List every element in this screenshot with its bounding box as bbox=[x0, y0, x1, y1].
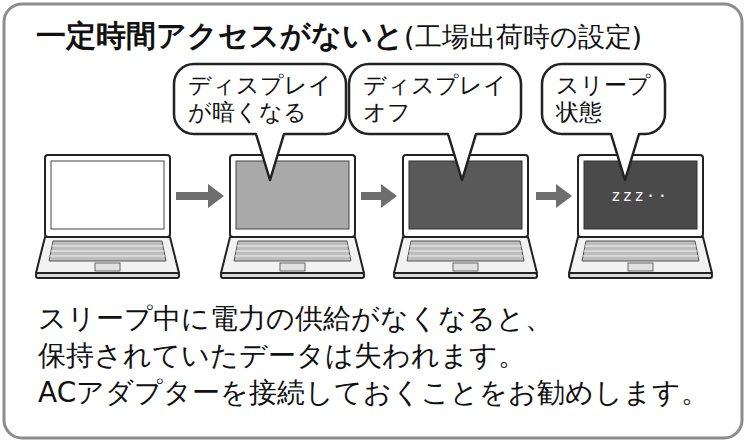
laptop bbox=[36, 155, 179, 278]
laptop-dimmed bbox=[221, 155, 364, 278]
bubble-text: スリープ 状態 bbox=[556, 72, 651, 126]
sleep-glyph: zzz·· bbox=[611, 186, 669, 206]
speech-bubble: ディスプレイ オフ bbox=[349, 64, 521, 134]
flow-arrow bbox=[536, 184, 572, 208]
bubble-text: ディスプレイ オフ bbox=[363, 72, 507, 126]
bubble-shape bbox=[542, 64, 665, 180]
title-note: (工場出荷時の設定) bbox=[404, 21, 642, 52]
speech-bubble: スリープ 状態 bbox=[542, 64, 665, 134]
bubble-text: ディスプレイ が暗くなる bbox=[188, 72, 332, 126]
title-row: 一定時間アクセスがないと(工場出荷時の設定) bbox=[36, 16, 642, 57]
laptop-sleep bbox=[569, 155, 712, 278]
caption: スリープ中に電力の供給がなくなると、 保持されていたデータは失われます。 ACア… bbox=[38, 300, 732, 411]
bubble-shape bbox=[174, 64, 346, 180]
laptop-off bbox=[394, 155, 537, 278]
bubble-shape bbox=[349, 64, 521, 180]
speech-bubble: ディスプレイ が暗くなる bbox=[174, 64, 346, 134]
frame bbox=[4, 4, 742, 438]
title: 一定時間アクセスがないと bbox=[36, 18, 404, 53]
flow-arrow bbox=[361, 184, 397, 208]
flow-arrow bbox=[176, 184, 224, 208]
